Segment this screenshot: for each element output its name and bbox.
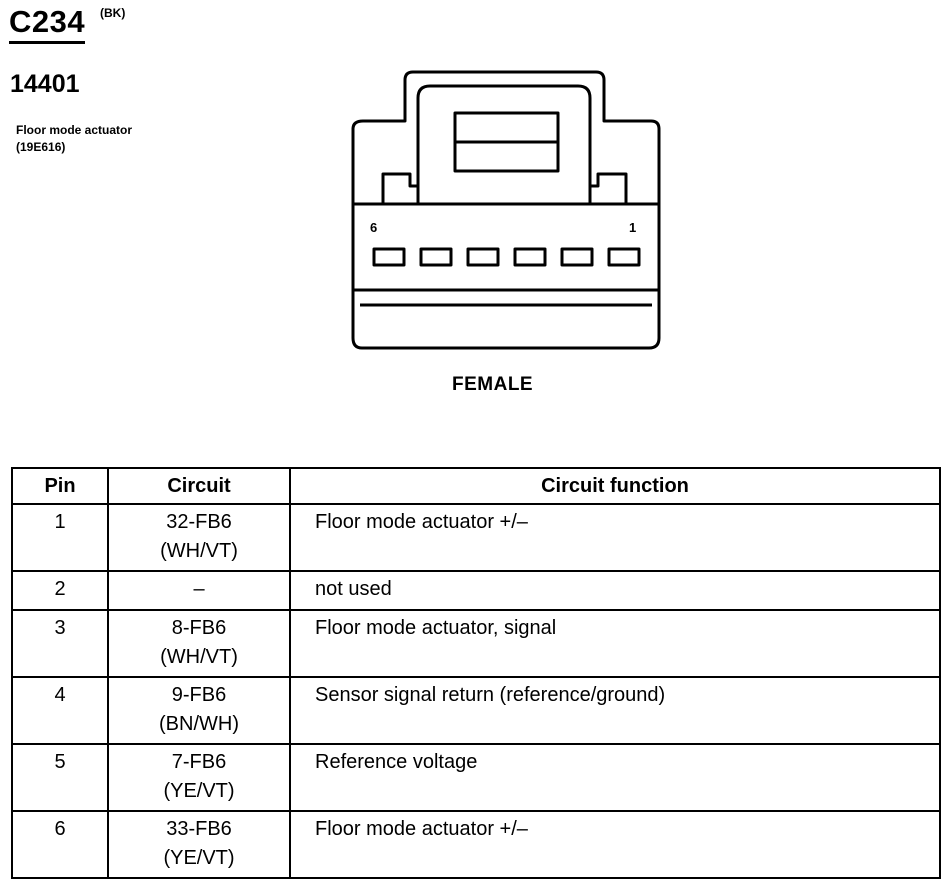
table-header-row: Pin Circuit Circuit function [11,467,941,505]
circuit-cell: 9-FB6 (BN/WH) [107,676,291,745]
pin-cell: 4 [11,676,109,745]
circuit-number: 9-FB6 [171,684,227,706]
wire-color: (WH/VT) [160,540,238,562]
circuit-number: – [193,578,205,600]
connector-id: C234 [9,4,86,44]
pin-cavity-1 [607,247,641,267]
circuit-number: 7-FB6 [171,751,227,773]
header-circuit: Circuit [107,467,291,505]
table-row: 6 33-FB6 (YE/VT) Floor mode actuator +/– [11,810,941,879]
circuit-cell: 33-FB6 (YE/VT) [107,810,291,879]
pin-cell: 2 [11,570,109,611]
pin-cell: 6 [11,810,109,879]
pin-cell: 3 [11,609,109,678]
latch-frame [416,84,592,204]
pin-label-right: 1 [629,220,636,235]
circuit-cell: 7-FB6 (YE/VT) [107,743,291,812]
function-cell: Sensor signal return (reference/ground) [289,676,941,745]
pin-cavity-3 [513,247,547,267]
pin-cavity-6 [372,247,406,267]
table-row: 4 9-FB6 (BN/WH) Sensor signal return (re… [11,676,941,745]
function-cell: Floor mode actuator +/– [289,503,941,572]
header-circuit-function: Circuit function [289,467,941,505]
left-key [381,172,418,204]
table-row: 3 8-FB6 (WH/VT) Floor mode actuator, sig… [11,609,941,678]
pinout-table: Pin Circuit Circuit function 1 32-FB6 (W… [11,467,941,879]
circuit-cell: 8-FB6 (WH/VT) [107,609,291,678]
circuit-number: 8-FB6 [171,617,227,639]
table-row: 1 32-FB6 (WH/VT) Floor mode actuator +/– [11,503,941,572]
connector-housing [351,70,661,350]
connector-title: C234 [9,4,86,44]
connector-face-diagram: 6 1 [351,70,661,350]
circuit-number: 32-FB6 [166,511,232,533]
pin-label-left: 6 [370,220,377,235]
function-cell: not used [289,570,941,611]
pin-cavity-5 [419,247,453,267]
pin-cavity-4 [466,247,500,267]
wire-color: (BN/WH) [159,713,239,735]
part-number: 14401 [10,70,80,98]
wire-color: (WH/VT) [160,646,238,668]
component-part-code: (19E616) [16,140,66,154]
table-row: 2 – not used [11,570,941,611]
pin-cell: 5 [11,743,109,812]
component-description: Floor mode actuator (19E616) [16,122,132,156]
wire-color: (YE/VT) [163,847,235,869]
pin-cell: 1 [11,503,109,572]
connector-gender: FEMALE [452,374,534,395]
circuit-cell: – [107,570,291,611]
pin-cavity-2 [560,247,594,267]
circuit-number: 33-FB6 [166,818,232,840]
circuit-cell: 32-FB6 (WH/VT) [107,503,291,572]
header-pin: Pin [11,467,109,505]
function-cell: Floor mode actuator, signal [289,609,941,678]
wire-color: (YE/VT) [163,780,235,802]
table-row: 5 7-FB6 (YE/VT) Reference voltage [11,743,941,812]
right-key [590,172,628,204]
component-name: Floor mode actuator [16,123,133,137]
function-cell: Reference voltage [289,743,941,812]
connector-color-code: (BK) [100,6,126,20]
function-cell: Floor mode actuator +/– [289,810,941,879]
